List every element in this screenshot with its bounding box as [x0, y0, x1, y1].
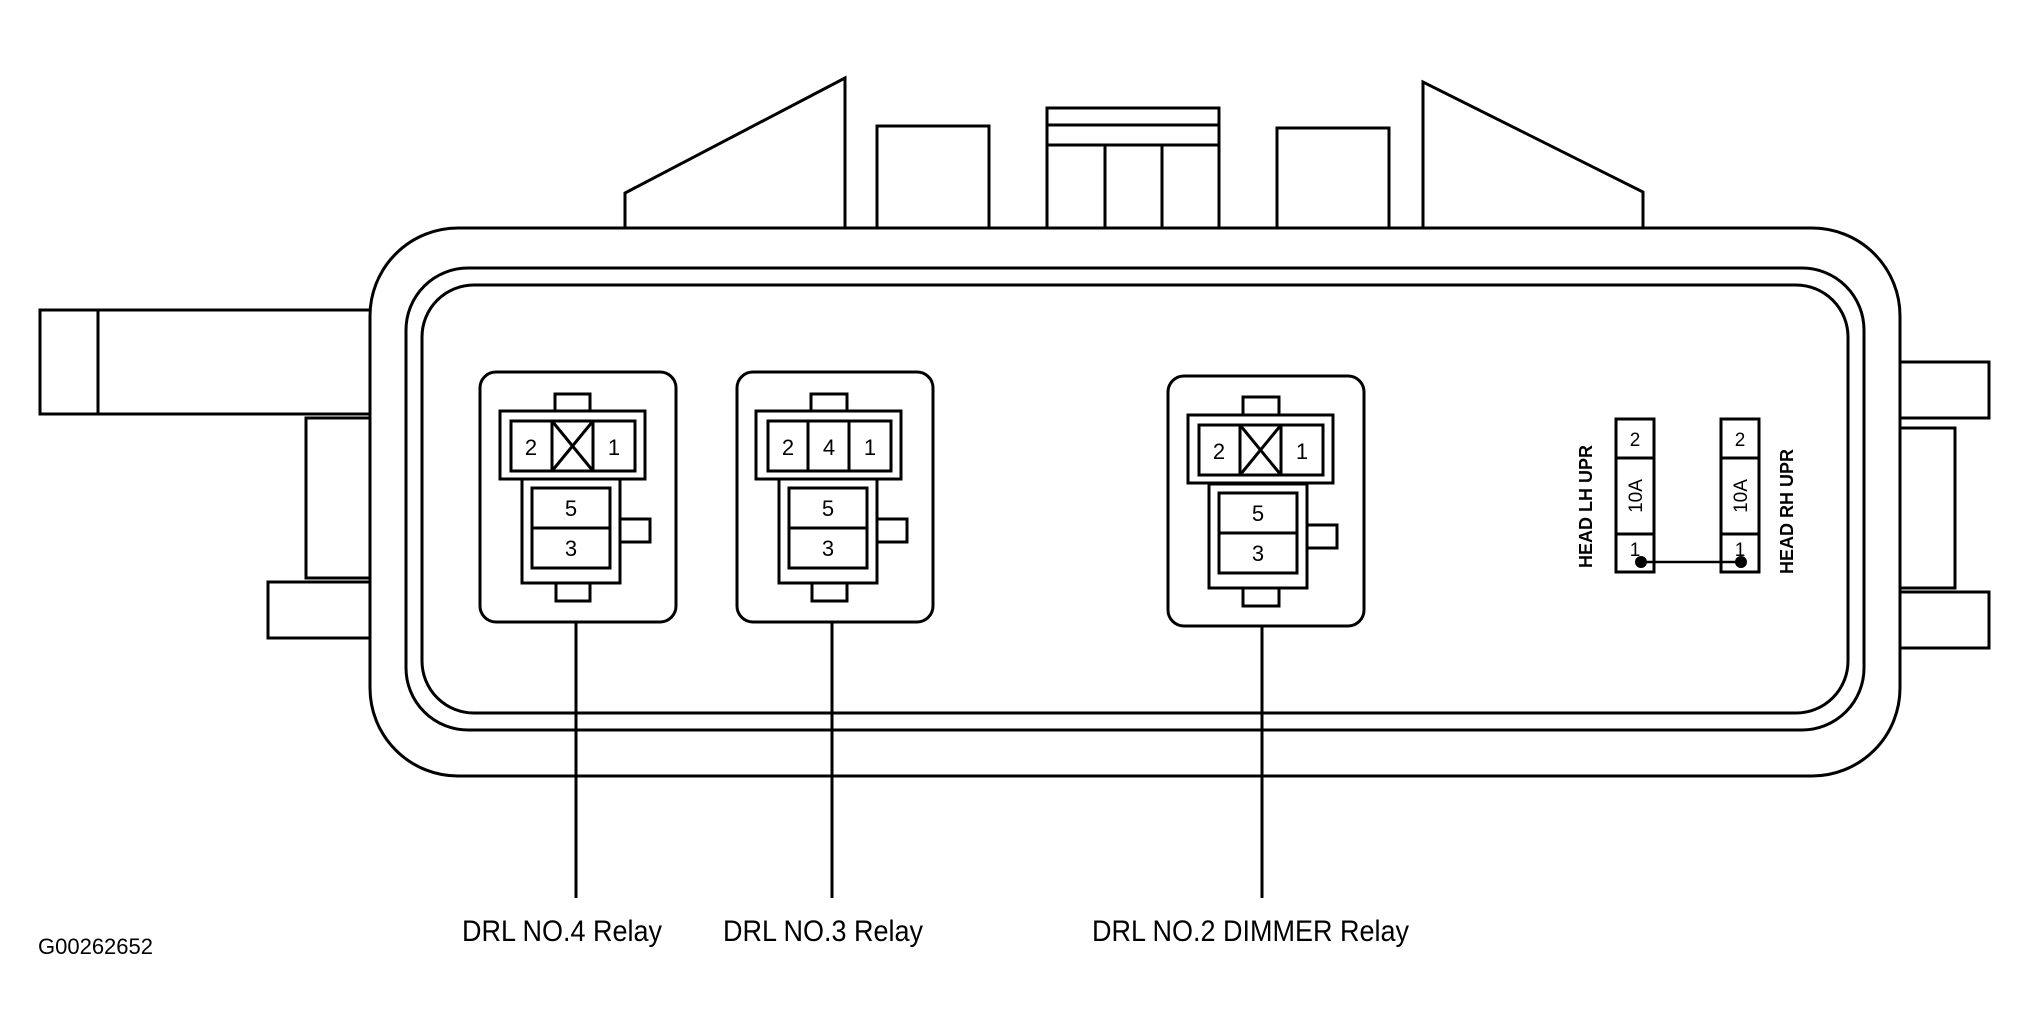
relay-blank-pin-cross	[1238, 424, 1283, 476]
right-tab-upper	[1891, 360, 1991, 420]
fuse-name-label: HEAD LH UPR	[1576, 444, 1596, 568]
relay-pin-label: 2	[1213, 439, 1225, 464]
relay-pin-3-box	[530, 526, 612, 570]
right-tab-lower	[1891, 590, 1991, 650]
relay-top-key	[809, 392, 849, 414]
top-right-block	[1275, 126, 1391, 230]
relay-pin-label: 1	[864, 435, 876, 460]
relay-side-key	[875, 517, 909, 544]
relay-label-drl-no4: DRL NO.4 Relay	[462, 915, 663, 948]
left-tab-middle	[304, 416, 377, 580]
figure-code: G00262652	[38, 934, 153, 959]
relay-pin-label: 5	[1252, 501, 1264, 526]
relay-blank-pin-cross	[550, 420, 595, 472]
fuse-body	[1614, 417, 1656, 574]
relay-pin-3-box	[1217, 531, 1299, 575]
fuse-pin-label: 2	[1630, 430, 1641, 451]
fuse-terminal-dot	[1735, 556, 1747, 568]
top-left-wedge	[623, 75, 847, 230]
fuse-head-lh-upr	[1614, 417, 1656, 574]
relay-pin-label: 4	[823, 435, 835, 460]
relay-side-key	[1305, 523, 1339, 550]
fuse-head-rh-upr	[1719, 417, 1761, 574]
fuse-rating: 10A	[1626, 479, 1647, 513]
relay-drl-no4	[478, 370, 678, 898]
relay-bottom-key	[554, 581, 592, 603]
fuse-pin-label: 1	[1735, 540, 1746, 561]
relay-pin-5-box	[530, 486, 612, 530]
top-right-wedge	[1421, 79, 1645, 230]
relay-side-key	[618, 517, 652, 544]
relay-pin-label: 3	[822, 536, 834, 561]
fuse-body	[1719, 417, 1761, 574]
relay-bottom-key	[810, 581, 849, 603]
relay-pin-label: 2	[525, 435, 537, 460]
relay-label-drl-no2-dimmer: DRL NO.2 DIMMER Relay	[1092, 915, 1410, 948]
relay-drl-no2-dimmer	[1166, 374, 1366, 898]
top-left-block	[875, 124, 991, 230]
relay-pin-label: 3	[1252, 541, 1264, 566]
fuse-pin-label: 2	[1735, 430, 1746, 451]
fuse-terminal-dot	[1635, 556, 1647, 568]
relay-pin-label: 1	[608, 435, 620, 460]
relay-pin-label: 3	[565, 536, 577, 561]
right-tab-middle	[1891, 426, 1957, 590]
relay-label-drl-no3: DRL NO.3 Relay	[723, 915, 924, 948]
relay-pin-label: 1	[1296, 439, 1308, 464]
relay-pin-label: 2	[782, 435, 794, 460]
relay-pin-label: 5	[565, 496, 577, 521]
left-tab-upper	[38, 308, 377, 416]
relay-drl-no3	[735, 370, 935, 898]
relay-pin-3-box	[787, 526, 869, 570]
relay-top-key	[553, 392, 592, 414]
top-center-connector	[1045, 106, 1221, 230]
fuse-name-label: HEAD RH UPR	[1777, 448, 1797, 574]
fuse-rating: 10A	[1731, 479, 1752, 513]
relay-pin-label: 5	[822, 496, 834, 521]
fuse-pin-label: 1	[1630, 540, 1641, 561]
relay-top-key	[1241, 395, 1281, 417]
relay-bottom-key	[1241, 586, 1281, 608]
relay-top-row	[766, 419, 893, 473]
left-tab-lower	[266, 580, 377, 640]
